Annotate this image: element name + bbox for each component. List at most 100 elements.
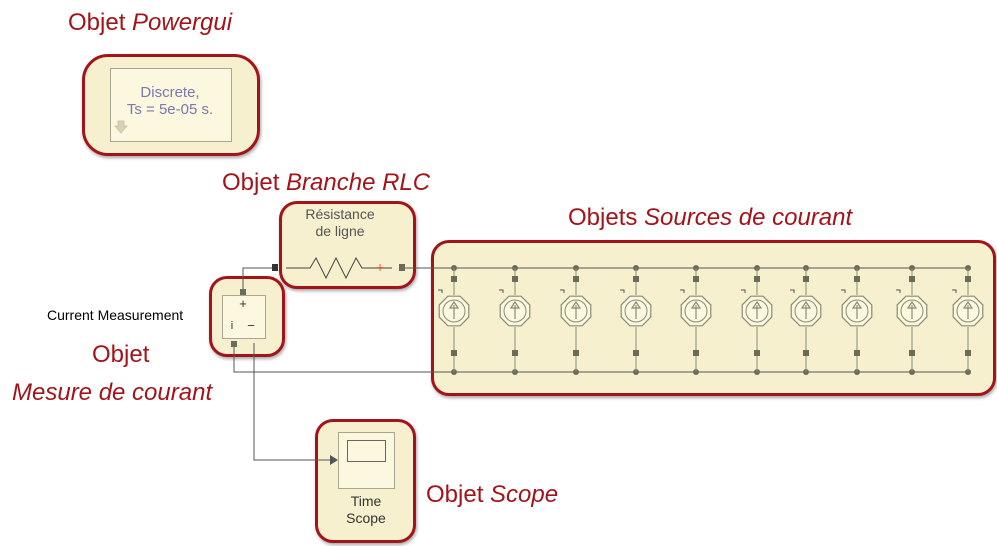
- current-source-9[interactable]: [896, 265, 928, 375]
- source-corner-mark: [841, 289, 846, 293]
- source-arrow-icon: [851, 300, 863, 309]
- annotation-rlc-italic: Branche RLC: [286, 169, 431, 196]
- annotation-scope: Objet Scope: [426, 481, 558, 509]
- current-source-1[interactable]: [438, 265, 470, 375]
- source-inner-circle: [745, 299, 769, 323]
- resistance-label-line1: Résistance: [305, 206, 375, 222]
- source-arrow-icon: [630, 300, 642, 309]
- source-top-port: [803, 276, 809, 282]
- source-bottom-port: [965, 350, 971, 356]
- source-corner-mark: [560, 289, 565, 293]
- annotation-rlc: Objet Branche RLC: [222, 169, 430, 197]
- scope-screen-icon: [347, 440, 386, 462]
- source-bottom-port: [693, 350, 699, 356]
- source-top-port: [633, 276, 639, 282]
- resistance-label: Résistance de ligne: [282, 206, 398, 240]
- current-source-6[interactable]: [741, 265, 773, 375]
- powergui-line2: Ts = 5e-05 s.: [126, 101, 214, 118]
- wire-signal-to-scope: [253, 343, 330, 461]
- source-inner-circle: [564, 299, 588, 323]
- source-top-port: [754, 276, 760, 282]
- annotation-sources-prefix: Objets: [568, 204, 645, 231]
- annotation-scope-italic: Scope: [490, 481, 559, 508]
- resistor-plus-sign: +: [376, 259, 384, 275]
- annotation-measure-line1: Objet: [92, 341, 150, 368]
- scope-label-line2: Scope: [346, 510, 386, 526]
- annotation-sources: Objets Sources de courant: [568, 204, 852, 232]
- powergui-block[interactable]: [110, 68, 232, 142]
- current-measurement-label: Current Measurement: [47, 307, 184, 323]
- annotation-measure-line2: Mesure de courant: [12, 379, 212, 407]
- source-inner-circle: [956, 299, 980, 323]
- annotation-sources-italic: Sources de courant: [644, 204, 853, 231]
- source-inner-circle: [845, 299, 869, 323]
- source-top-port: [512, 276, 518, 282]
- source-arrow-icon: [448, 300, 460, 309]
- current-source-5[interactable]: [680, 265, 712, 375]
- annotation-measure-line2-italic: Mesure de courant: [12, 379, 213, 406]
- source-corner-mark: [741, 289, 746, 293]
- source-inner-circle: [442, 299, 466, 323]
- annotation-powergui: Objet Powergui: [68, 9, 232, 37]
- source-arrow-icon: [962, 300, 974, 309]
- source-corner-mark: [952, 289, 957, 293]
- source-inner-circle: [794, 299, 818, 323]
- source-bottom-port: [909, 350, 915, 356]
- source-corner-mark: [499, 289, 504, 293]
- source-bottom-port: [512, 350, 518, 356]
- source-arrow-icon: [570, 300, 582, 309]
- source-arrow-icon: [800, 300, 812, 309]
- current-source-8[interactable]: [841, 265, 873, 375]
- meas-bottom-port: [231, 341, 237, 347]
- source-arrow-icon: [509, 300, 521, 309]
- source-arrow-icon: [906, 300, 918, 309]
- resistor-left-port: [272, 264, 278, 271]
- source-top-port: [965, 276, 971, 282]
- annotation-powergui-italic: Powergui: [132, 9, 233, 36]
- source-top-port: [693, 276, 699, 282]
- powergui-arrow-icon: [114, 120, 128, 134]
- current-measurement-block[interactable]: [222, 295, 266, 339]
- source-top-port: [854, 276, 860, 282]
- current-measurement-output-mark: i: [230, 320, 234, 332]
- source-corner-mark: [680, 289, 685, 293]
- wire-meas-to-bottom-bus: [233, 343, 968, 373]
- current-source-7[interactable]: [790, 265, 822, 375]
- resistor-zigzag: [286, 256, 392, 280]
- powergui-text: Discrete, Ts = 5e-05 s.: [110, 84, 230, 118]
- source-bottom-port: [854, 350, 860, 356]
- source-inner-circle: [503, 299, 527, 323]
- source-bottom-port: [451, 350, 457, 356]
- current-source-10[interactable]: [952, 265, 984, 375]
- current-measurement-plus: +: [239, 296, 247, 311]
- source-corner-mark: [438, 289, 443, 293]
- source-bottom-port: [573, 350, 579, 356]
- source-inner-circle: [624, 299, 648, 323]
- annotation-scope-prefix: Objet: [426, 481, 491, 508]
- wire-meas-to-resistor: [242, 267, 274, 295]
- resistor-right-port: [399, 264, 405, 271]
- scope-label-line1: Time: [350, 493, 382, 509]
- source-top-port: [573, 276, 579, 282]
- source-arrow-icon: [690, 300, 702, 309]
- current-source-4[interactable]: [620, 265, 652, 375]
- current-measurement-minus: −: [247, 318, 255, 333]
- source-inner-circle: [684, 299, 708, 323]
- source-top-port: [451, 276, 457, 282]
- current-source-3[interactable]: [560, 265, 592, 375]
- scope-label: Time Scope: [330, 493, 402, 527]
- meas-top-port: [240, 289, 246, 295]
- source-bottom-port: [633, 350, 639, 356]
- powergui-line1: Discrete,: [140, 84, 200, 101]
- source-bottom-port: [803, 350, 809, 356]
- annotation-rlc-prefix: Objet: [222, 169, 287, 196]
- source-corner-mark: [896, 289, 901, 293]
- source-bottom-port: [754, 350, 760, 356]
- annotation-powergui-prefix: Objet: [68, 9, 133, 36]
- source-corner-mark: [790, 289, 795, 293]
- source-top-port: [909, 276, 915, 282]
- current-source-2[interactable]: [499, 265, 531, 375]
- scope-input-arrow: [330, 455, 338, 465]
- resistance-label-line2: de ligne: [315, 223, 365, 239]
